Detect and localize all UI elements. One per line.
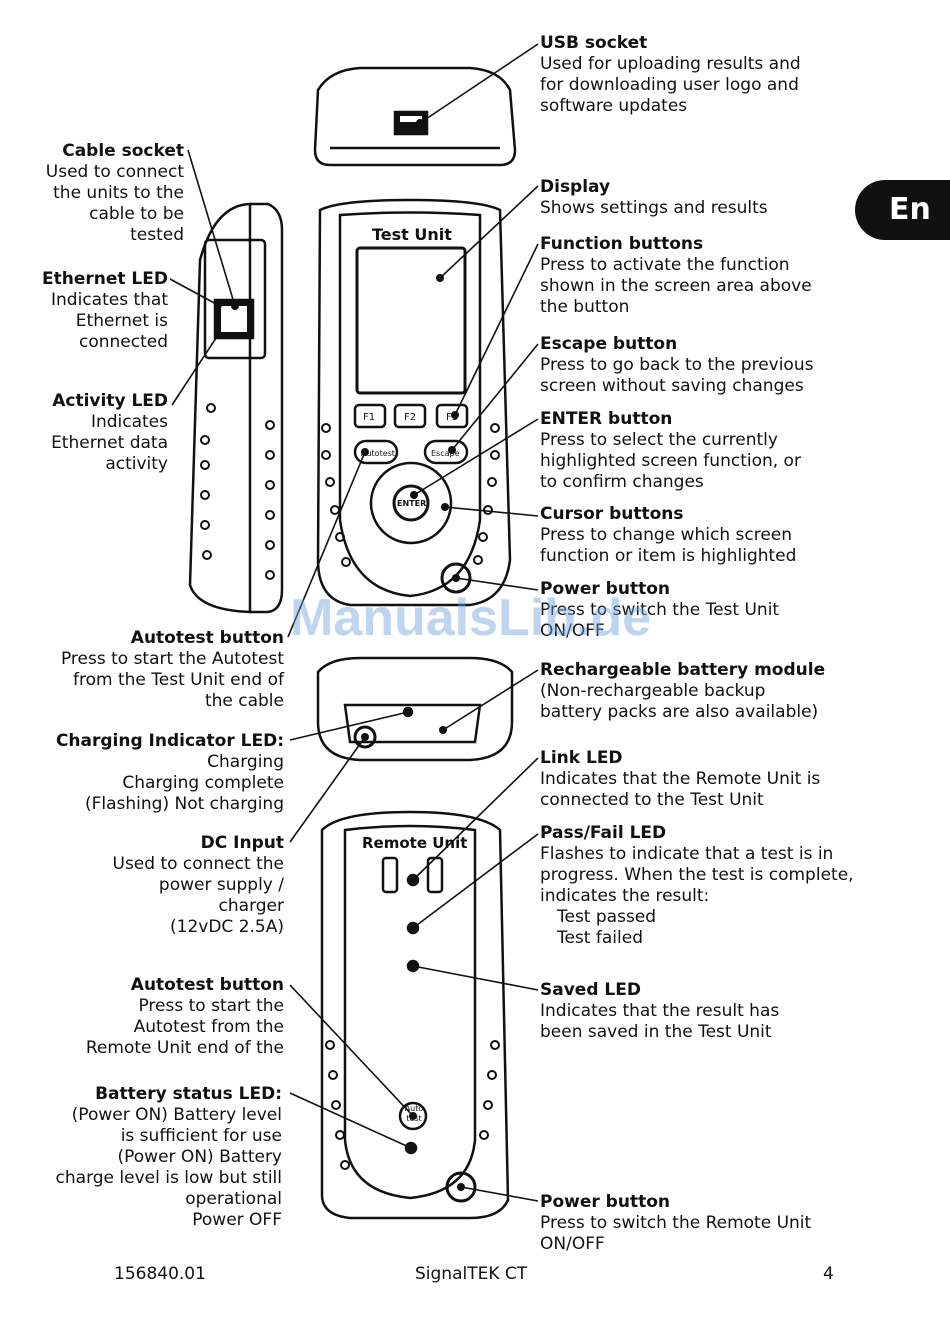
- callout-desc: Indicates that the Remote Unit is connec…: [540, 769, 821, 810]
- callout-desc: Press to select the currently highlighte…: [540, 430, 801, 492]
- autotest-key: Autotest: [361, 449, 395, 458]
- callout-title: Battery status LED:: [95, 1084, 282, 1104]
- callout-cable-socket: Cable socket Used to connect the units t…: [4, 141, 184, 246]
- callout-desc: Charging Charging complete (Flashing) No…: [84, 752, 284, 814]
- callout-function-buttons: Function buttons Press to activate the f…: [540, 234, 812, 318]
- leader-lines: [169, 43, 539, 1202]
- callout-dc-input: DC Input Used to connect the power suppl…: [4, 833, 285, 938]
- callout-escape-button: Escape button Press to go back to the pr…: [540, 334, 813, 397]
- callout-desc: Indicates Ethernet data activity: [51, 412, 168, 474]
- callout-title: Autotest button: [130, 975, 284, 995]
- callout-title: DC Input: [200, 833, 284, 853]
- callout-usb-socket: USB socket Used for uploading results an…: [540, 33, 801, 117]
- callout-battery-module: Rechargeable battery module (Non-recharg…: [540, 660, 825, 723]
- callout-title: Escape button: [540, 334, 678, 354]
- callout-saved-led: Saved LED Indicates that the result has …: [540, 980, 779, 1043]
- test-unit-front: [316, 198, 512, 607]
- callout-desc: Press to activate the function shown in …: [540, 255, 812, 317]
- callout-desc: Used to connect the units to the cable t…: [45, 162, 184, 245]
- callout-desc: (Non-rechargeable backup battery packs a…: [540, 681, 819, 722]
- callout-title: Cursor buttons: [540, 504, 684, 524]
- callout-autotest-test: Autotest button Press to start the Autot…: [4, 628, 284, 712]
- callout-title: USB socket: [540, 33, 648, 53]
- test-unit-title: Test Unit: [372, 225, 452, 244]
- callout-autotest-remote: Autotest button Press to start the Autot…: [4, 975, 284, 1059]
- callout-desc: Press to start the Autotest from the Rem…: [85, 996, 284, 1058]
- remote-unit-title: Remote Unit: [362, 834, 468, 852]
- doc-number: 156840.01: [114, 1264, 206, 1284]
- callout-title: Rechargeable battery module: [540, 660, 826, 680]
- callout-power-button-test: Power button Press to switch the Test Un…: [540, 579, 779, 642]
- callout-desc: Used to connect the power supply / charg…: [112, 854, 285, 937]
- callout-title: Cable socket: [62, 141, 184, 161]
- callout-cursor-buttons: Cursor buttons Press to change which scr…: [540, 504, 796, 567]
- callout-battery-status-led: Battery status LED: (Power ON) Battery l…: [2, 1084, 282, 1231]
- result-item: Test passed: [557, 907, 657, 927]
- callout-desc: (Power ON) Battery level is sufficient f…: [55, 1105, 282, 1230]
- callout-desc: Press to change which screen function or…: [540, 525, 797, 566]
- callout-display: Display Shows settings and results: [540, 177, 768, 219]
- callout-title: Autotest button: [130, 628, 284, 648]
- callout-desc: Press to switch the Remote Unit ON/OFF: [540, 1213, 812, 1254]
- callout-desc: Flashes to indicate that a test is in pr…: [540, 844, 854, 906]
- f1-key: F1: [363, 412, 376, 423]
- side-view: [188, 202, 284, 614]
- product-name: SignalTEK CT: [415, 1264, 528, 1284]
- callout-desc: Press to go back to the previous screen …: [540, 355, 814, 396]
- callout-title: Link LED: [540, 748, 623, 768]
- page-number: 4: [823, 1264, 834, 1284]
- callout-desc: Shows settings and results: [540, 198, 768, 218]
- callout-title: Pass/Fail LED: [540, 823, 667, 843]
- f2-key: F2: [404, 412, 417, 423]
- language-tab[interactable]: En: [855, 180, 950, 240]
- callout-title: Power button: [540, 1192, 670, 1212]
- usb-top-view: [313, 66, 517, 167]
- callout-title: Charging Indicator LED:: [55, 731, 284, 751]
- callout-activity-led: Activity LED Indicates Ethernet data act…: [0, 391, 168, 475]
- callout-title: Display: [540, 177, 611, 197]
- callout-desc: Indicates that the result has been saved…: [540, 1001, 780, 1042]
- callout-title: Saved LED: [540, 980, 641, 1000]
- f3-key: F3: [446, 412, 459, 423]
- watermark: ManualsLib.de: [290, 589, 652, 647]
- callout-desc: Press to switch the Test Unit ON/OFF: [540, 600, 780, 641]
- callout-title: Ethernet LED: [42, 269, 168, 289]
- callout-link-led: Link LED Indicates that the Remote Unit …: [540, 748, 820, 811]
- escape-key: Escape: [431, 449, 460, 458]
- callout-enter-button: ENTER button Press to select the current…: [540, 409, 801, 493]
- callout-desc: Press to start the Autotest from the Tes…: [60, 649, 284, 711]
- enter-key: ENTER: [397, 499, 427, 508]
- callout-desc: Indicates that Ethernet is connected: [51, 290, 168, 352]
- callout-pass-fail-led: Pass/Fail LED Flashes to indicate that a…: [540, 823, 854, 949]
- callout-charging-led: Charging Indicator LED: Charging Chargin…: [4, 731, 284, 815]
- callout-ethernet-led: Ethernet LED Indicates that Ethernet is …: [0, 269, 168, 353]
- callout-title: Function buttons: [540, 234, 704, 254]
- remote-autotest-key: Auto test: [404, 1104, 424, 1123]
- battery-bottom-view: [316, 656, 514, 762]
- result-item: Test failed: [557, 928, 643, 948]
- remote-unit-front: [320, 810, 510, 1220]
- callout-title: Activity LED: [52, 391, 168, 411]
- callout-power-button-remote: Power button Press to switch the Remote …: [540, 1192, 811, 1255]
- callout-title: Power button: [540, 579, 670, 599]
- callout-desc: Used for uploading results and for downl…: [540, 54, 801, 116]
- callout-title: ENTER button: [540, 409, 673, 429]
